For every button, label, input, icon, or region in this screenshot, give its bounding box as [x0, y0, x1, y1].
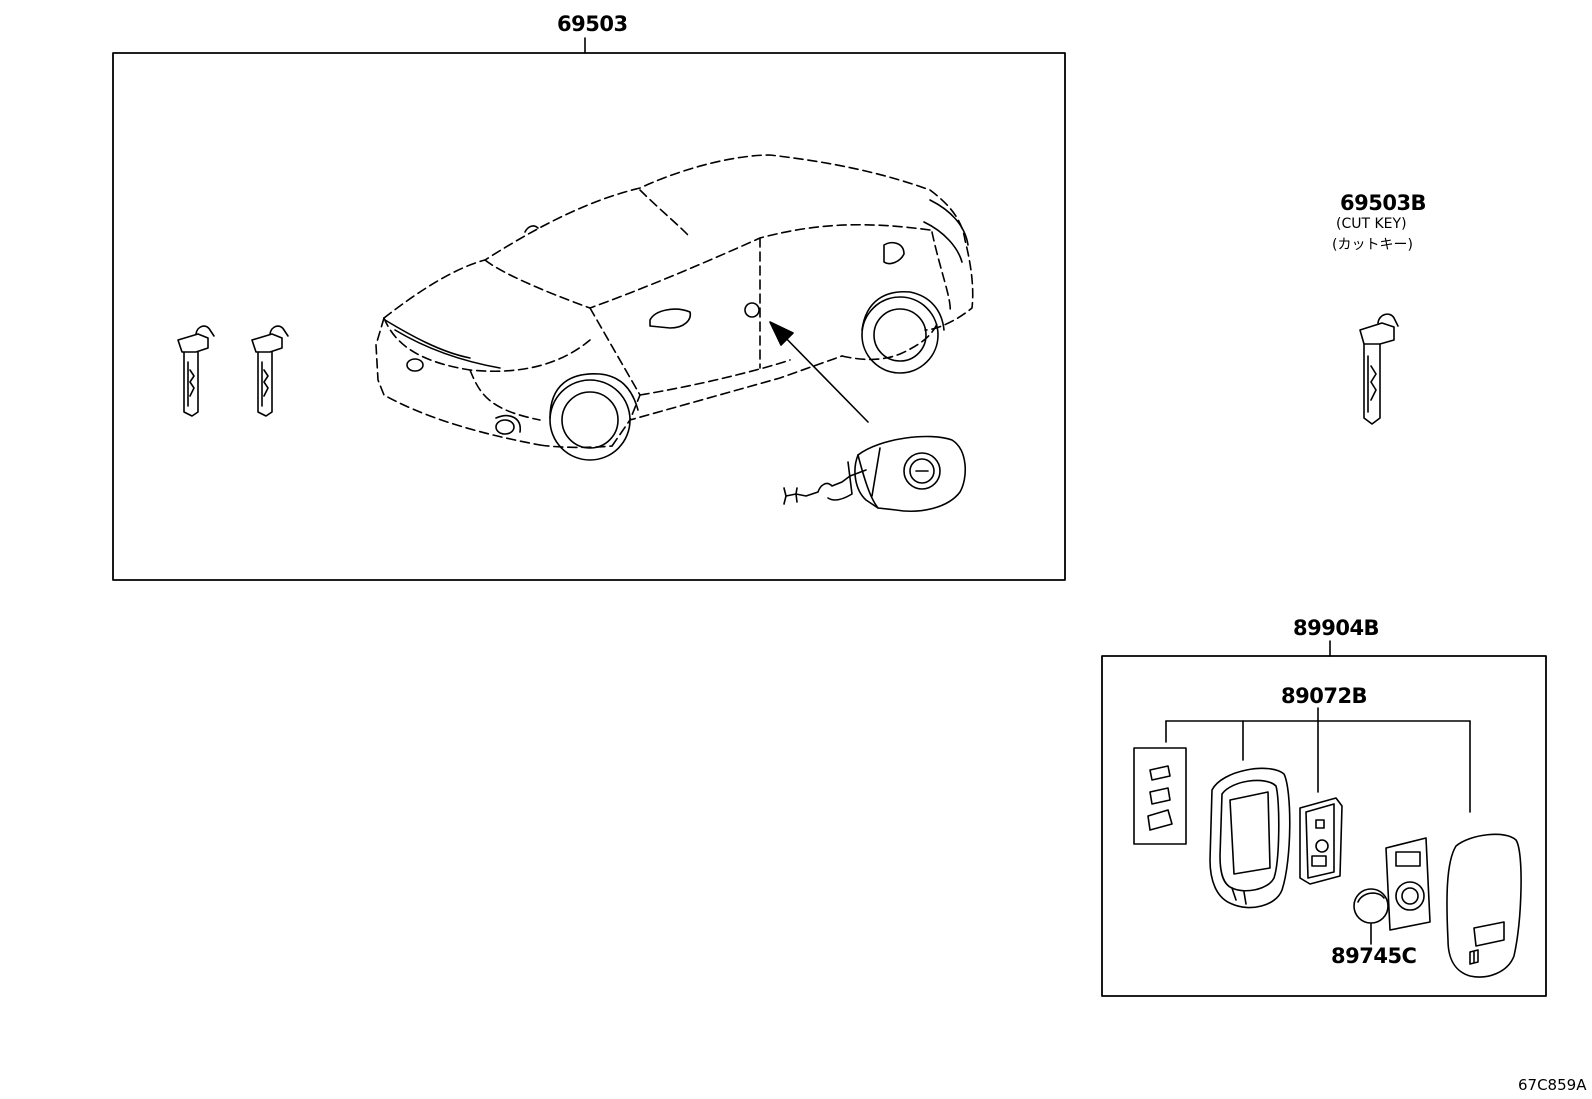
back-case — [1446, 833, 1522, 978]
part-number-cut-key: 69503B — [1340, 191, 1427, 215]
key-buttons — [1133, 747, 1187, 845]
transmitter-frame — [1101, 655, 1547, 997]
lock-set-frame — [112, 52, 1066, 581]
front-case — [1209, 767, 1291, 909]
lock-set-group — [112, 37, 1066, 581]
master-key-left — [177, 325, 215, 417]
car-illustration — [375, 154, 974, 449]
transmitter-group — [1101, 640, 1547, 997]
inner-plate — [1385, 837, 1431, 931]
cut-key-desc-en: (CUT KEY) — [1336, 216, 1407, 232]
part-number-lock-set: 69503 — [557, 12, 628, 36]
battery-coin — [1353, 888, 1389, 945]
cut-key-illustration — [1359, 313, 1399, 425]
arrow-to-door-lock — [769, 321, 869, 423]
door-lock-cylinder — [783, 435, 967, 512]
figure-id: 67C859A — [1518, 1076, 1587, 1094]
part-number-transmitter-assy: 89904B — [1293, 616, 1380, 640]
circuit-board — [1299, 797, 1343, 885]
master-key-right — [251, 325, 289, 417]
cut-key-desc-jp: (カットキー) — [1332, 237, 1413, 253]
car-details — [384, 199, 969, 461]
part-number-transmitter-housing: 89072B — [1281, 684, 1368, 708]
part-number-battery: 89745C — [1331, 944, 1417, 968]
